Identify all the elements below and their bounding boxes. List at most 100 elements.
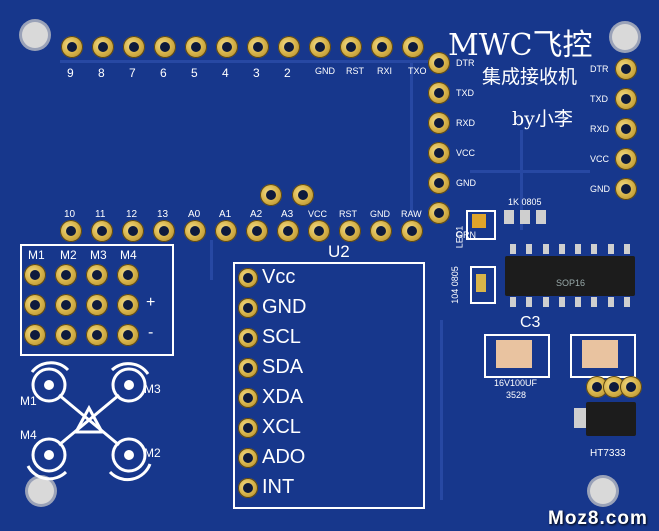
motor-header-outline <box>20 244 174 356</box>
u2-pin-label: Vcc <box>262 266 296 288</box>
cap-body-1 <box>496 340 532 368</box>
top-header-pad <box>92 36 114 58</box>
trace <box>440 320 443 500</box>
bottom-header-label: A1 <box>219 209 232 220</box>
motor-ring-m3 <box>111 367 147 403</box>
trace <box>410 63 413 213</box>
u2-pin-label: SDA <box>262 356 304 378</box>
motor-pad <box>86 294 108 316</box>
bottom-header-pad <box>339 220 361 242</box>
motor-minus: - <box>148 324 154 341</box>
serial-right-label: VCC <box>590 154 610 164</box>
bottom-header-label: A2 <box>250 209 263 220</box>
u2-pin-pad <box>238 418 258 438</box>
top-header-pad <box>309 36 331 58</box>
serial-left-pad <box>428 82 450 104</box>
u2-pin-pad <box>238 358 258 378</box>
serial-right-label: DTR <box>590 64 609 74</box>
u2-pin-pad <box>238 298 258 318</box>
cap-small-outline <box>470 266 496 304</box>
cap-small-body <box>476 274 486 292</box>
u2-pin-pad <box>238 328 258 348</box>
motor-pad <box>86 264 108 286</box>
u2-pin-label: GND <box>262 296 307 318</box>
bottom-header-pad <box>308 220 330 242</box>
motor-header-m2: M2 <box>60 248 77 262</box>
bottom-header-label: GND <box>370 209 390 219</box>
top-header-label: 5 <box>191 66 198 80</box>
serial-right-pad <box>615 88 637 110</box>
serial-left-pad <box>428 202 450 224</box>
resistor <box>536 210 546 224</box>
motor-pad <box>117 264 139 286</box>
top-header-pad <box>154 36 176 58</box>
u2-pin: GND <box>238 294 418 322</box>
u2-pin-label: ADO <box>262 446 306 468</box>
serial-left-label: TXD <box>456 88 474 98</box>
cap-small-label: 104 0805 <box>449 266 460 304</box>
bottom-header-pad <box>153 220 175 242</box>
top-header-pad <box>216 36 238 58</box>
bottom-header-label: 13 <box>157 209 169 220</box>
serial-right-pad <box>615 58 637 80</box>
led-outline <box>466 210 496 240</box>
serial-right-pad <box>615 178 637 200</box>
trace <box>520 130 523 230</box>
top-header-label: 9 <box>67 66 74 80</box>
regulator-body <box>586 402 636 436</box>
top-header-label: 2 <box>284 66 291 80</box>
quad-label-m4: M4 <box>20 428 37 442</box>
bottom-header-pad <box>401 220 423 242</box>
motor-pad <box>24 324 46 346</box>
regulator-tab <box>574 408 586 428</box>
solder-pad <box>260 184 282 206</box>
board-title: MWC飞控 <box>448 28 593 63</box>
u2-pin: SDA <box>238 354 418 382</box>
cap-body-2 <box>582 340 618 368</box>
u2-label: U2 <box>328 242 350 261</box>
top-header-label: RST <box>346 66 364 76</box>
bottom-header-pad <box>370 220 392 242</box>
trace <box>210 240 213 280</box>
bottom-header-label: 12 <box>126 209 138 220</box>
serial-right-pad <box>615 118 637 140</box>
top-header-label: 8 <box>98 66 105 80</box>
top-header-label: 3 <box>253 66 260 80</box>
ic-label: SOP16 <box>556 278 586 288</box>
serial-left-pad <box>428 142 450 164</box>
serial-right-pad <box>615 148 637 170</box>
watermark: Moz8.com <box>548 508 648 529</box>
serial-right-label: TXD <box>590 94 608 104</box>
board-author: by小李 <box>512 108 573 130</box>
top-header-pad <box>185 36 207 58</box>
bottom-header-label: VCC <box>308 209 328 219</box>
u2-pin-label: SCL <box>262 326 301 348</box>
bottom-header-label: 11 <box>95 209 106 220</box>
cap-size: 3528 <box>506 390 527 400</box>
u2-outline <box>233 262 425 509</box>
trace <box>60 60 440 63</box>
motor-header-m1: M1 <box>28 248 45 262</box>
led-body <box>472 214 486 228</box>
top-header-pad <box>123 36 145 58</box>
res-label: 1K 0805 <box>508 197 542 207</box>
u2-pin-pad <box>238 478 258 498</box>
bottom-header-label: RAW <box>401 209 422 219</box>
top-header-label: TXO <box>408 66 427 76</box>
top-header-pad <box>402 36 424 58</box>
top-header-pad <box>278 36 300 58</box>
mounting-hole <box>28 478 54 504</box>
bottom-header-label: RST <box>339 209 357 219</box>
solder-pad <box>292 184 314 206</box>
u2-pin: XDA <box>238 384 418 412</box>
u2-pin-pad <box>238 448 258 468</box>
quad-x-diagram <box>26 361 152 482</box>
quad-label-m2: M2 <box>144 446 161 460</box>
top-header-label: GND <box>315 66 335 76</box>
bottom-header-label: A0 <box>188 209 201 220</box>
resistor <box>520 210 530 224</box>
motor-pad <box>55 264 77 286</box>
serial-left-label: VCC <box>456 148 476 158</box>
bottom-header-pad <box>91 220 113 242</box>
